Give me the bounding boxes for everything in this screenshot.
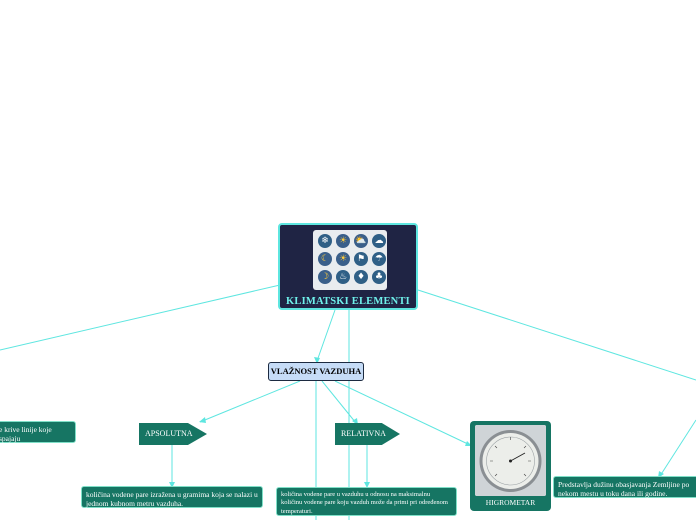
weather-icons-image: ❄ ☀ ⛅ ☁ ☾ ☀ ⚑ ☂ ☽ ♨ ♦ ♣ [313,230,387,290]
moon-icon: ☾ [318,252,332,266]
central-node[interactable]: ❄ ☀ ⛅ ☁ ☾ ☀ ⚑ ☂ ☽ ♨ ♦ ♣ KLIMATSKI ELEMEN… [278,223,418,310]
link-humidity-hygrometer [334,380,471,446]
tree-icon: ♣ [372,270,386,284]
arrowhead-relative-note [364,482,370,488]
hygrometer-node[interactable]: HIGROMETAR [470,421,551,511]
link-central-humidity [316,309,336,362]
absolute-description[interactable]: količina vodene pare izražena u gramima … [81,486,263,508]
relative-description[interactable]: količina vodene pare u vazduhu u odnosu … [276,487,457,516]
rain-icon: ☂ [372,252,386,266]
cloud-icon: ☁ [372,234,386,248]
thermometer-icon: ♨ [336,270,350,284]
arrowhead-humidity [314,357,320,364]
arrowhead-absolute [199,417,206,423]
link-humidity-relative [321,380,357,424]
humidity-node[interactable]: VLAŽNOST VAZDUHA [268,362,364,381]
sun-cloud-icon: ⛅ [354,234,368,248]
hygrometer-image [475,425,546,496]
hygrometer-label: HIGROMETAR [485,498,536,507]
arrowhead-absolute-note [169,482,175,488]
isobars-note[interactable]: e krive linije koje spajaju nim pritisko… [0,421,76,452]
link-humidity-absolute [199,380,301,423]
flag-icon: ⚑ [354,252,368,266]
link-central-left [0,284,281,351]
sun-icon: ☀ [336,252,350,266]
hot-air-balloon-icon: ♦ [354,270,368,284]
sun-cloud-icon: ☀ [336,234,350,248]
link-central-right [417,289,696,381]
insolation-note[interactable]: Predstavlja dužinu obasjavanja Zemljine … [553,476,696,498]
relative-node[interactable]: RELATIVNA [335,423,400,445]
central-title: KLIMATSKI ELEMENTI [286,296,410,307]
link-right-note [659,419,696,477]
absolute-node[interactable]: APSOLUTNA [139,423,207,445]
snowflake-icon: ❄ [318,234,332,248]
moon-icon: ☽ [318,270,332,284]
